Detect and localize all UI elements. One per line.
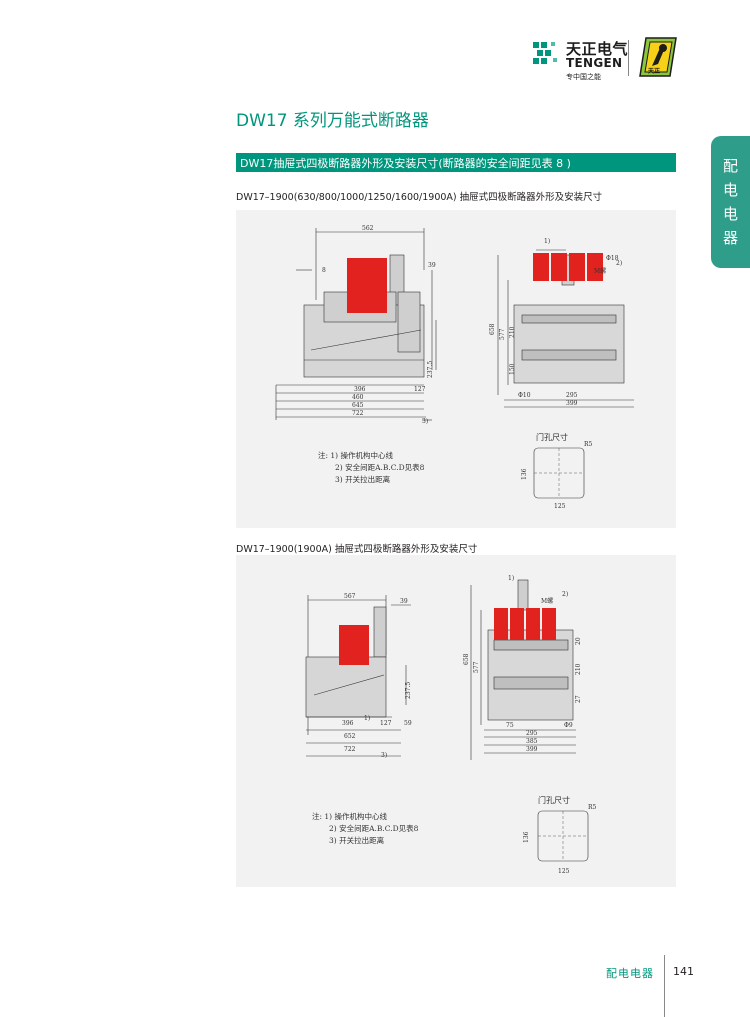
brand-name-cn: 天正电气 (566, 40, 629, 58)
dim-label: 127 (380, 720, 392, 727)
dim-label: M螺 (594, 267, 606, 275)
figure1-caption: DW17–1900(630/800/1000/1250/1600/1900A) … (236, 192, 603, 203)
brand-slogan: 专中国之能 (566, 73, 601, 81)
dim-label: 652 (344, 733, 356, 740)
dim-label: 125 (558, 868, 570, 875)
page-number: 141 (673, 965, 694, 978)
footer-divider (664, 955, 665, 1017)
dim-label: 237.5 (427, 361, 434, 378)
dim-label: M螺 (541, 597, 553, 605)
brand-name-en: TENGEN (566, 56, 623, 70)
dim-label: 3) (381, 752, 387, 759)
side-tab-char: 电 (722, 205, 738, 223)
dim-label: R5 (588, 804, 597, 811)
dim-label: 722 (352, 410, 364, 417)
header-divider (628, 40, 629, 76)
dim-label: 399 (566, 400, 578, 407)
dim-label: 2) (562, 591, 568, 598)
figure2-drawing: 567 39 237.5 396 1) 127 59 652 722 3) 1)… (305, 575, 597, 875)
section-heading-bar: DW17抽屉式四极断路器外形及安装尺寸(断路器的安全间距见表 8 ) (236, 153, 676, 172)
figure2-notes: 注: 1) 操作机构中心线 2) 安全间距A.B.C.D见表8 3) 开关拉出距… (312, 811, 418, 847)
dim-label: 295 (526, 730, 538, 737)
dim-label: 136 (521, 468, 528, 480)
dim-label: 577 (473, 661, 480, 673)
door-hole-label: 门孔尺寸 (536, 432, 568, 442)
pole-red-block (494, 608, 508, 640)
badge-text: 天正 (648, 68, 660, 75)
dim-label: 75 (506, 722, 514, 729)
dim-label: 1) (508, 575, 514, 582)
dim-label: 20 (575, 637, 582, 645)
pole-red-block (510, 608, 524, 640)
dim-label: R5 (584, 441, 593, 448)
dim-label: 210 (575, 663, 582, 675)
note-line: 3) 开关拉出距离 (335, 475, 391, 484)
pole-red-block (542, 608, 556, 640)
pole-red-block (587, 253, 603, 281)
dim-label: 3) (422, 418, 428, 425)
footer-category: 配电电器 (606, 967, 654, 980)
figure1-panel: 562 8 39 237.5 396 127 460 645 722 3) 1)… (236, 210, 676, 528)
page-title: DW17 系列万能式断路器 (236, 111, 429, 131)
tengen-logo-icon (533, 40, 561, 68)
side-tab-char: 配 (722, 157, 738, 175)
dim-label: 59 (404, 720, 412, 727)
category-side-tab[interactable]: 配 电 电 器 (711, 136, 750, 268)
dim-label: 39 (400, 598, 408, 605)
figure1-notes: 注: 1) 操作机构中心线 2) 安全间距A.B.C.D见表8 3) 开关拉出距… (318, 450, 424, 486)
figure2-caption: DW17–1900(1900A) 抽屉式四极断路器外形及安装尺寸 (236, 544, 478, 555)
pole-red-block (526, 608, 540, 640)
dim-label: 8 (322, 267, 326, 274)
dim-label: Φ18 (606, 255, 619, 262)
dim-label: 125 (554, 503, 566, 510)
note-line: 2) 安全间距A.B.C.D见表8 (329, 824, 419, 833)
dim-label: 27 (575, 695, 582, 703)
note-line: 注: 1) 操作机构中心线 (312, 812, 387, 821)
dim-label: 237.5 (405, 682, 412, 699)
dim-label: 39 (428, 262, 436, 269)
dim-label: 150 (509, 363, 516, 375)
dim-label: 396 (354, 386, 366, 393)
dim-label: 136 (523, 831, 530, 843)
dim-label: Φ10 (518, 392, 531, 399)
dim-label: 658 (489, 323, 496, 335)
pole-red-block (533, 253, 549, 281)
dim-label: 460 (352, 394, 364, 401)
side-tab-char: 电 (722, 181, 738, 199)
dim-label: 399 (526, 746, 538, 753)
note-line: 注: 1) 操作机构中心线 (318, 451, 393, 460)
door-hole-label: 门孔尺寸 (538, 795, 570, 805)
dim-label: 658 (463, 653, 470, 665)
dim-label: 396 (342, 720, 354, 727)
note-line: 3) 开关拉出距离 (329, 836, 385, 845)
section-heading: DW17抽屉式四极断路器外形及安装尺寸(断路器的安全间距见表 8 ) (240, 157, 571, 170)
handle-red-block (339, 625, 369, 665)
dim-label: 562 (362, 225, 374, 232)
pole-red-block (551, 253, 567, 281)
dim-label: 1) (364, 715, 370, 722)
handle-red-block (347, 258, 387, 313)
dim-label: 295 (566, 392, 578, 399)
figure1-drawing: 562 8 39 237.5 396 127 460 645 722 3) 1)… (275, 225, 634, 510)
dim-label: Φ9 (564, 722, 573, 729)
side-tab-char: 器 (722, 229, 738, 247)
dim-label: 577 (499, 328, 506, 340)
brand-badge-icon: 天正 (638, 36, 678, 78)
figure2-panel: 567 39 237.5 396 1) 127 59 652 722 3) 1)… (236, 555, 676, 887)
dim-label: 127 (414, 386, 426, 393)
dim-label: 722 (344, 746, 356, 753)
dim-label: 1) (544, 238, 550, 245)
dim-label: 645 (352, 402, 364, 409)
dim-label: 210 (509, 326, 516, 338)
dim-label: 385 (526, 738, 538, 745)
dim-label: 567 (344, 593, 356, 600)
note-line: 2) 安全间距A.B.C.D见表8 (335, 463, 425, 472)
pole-red-block (569, 253, 585, 281)
dim-label: 2) (616, 260, 622, 267)
